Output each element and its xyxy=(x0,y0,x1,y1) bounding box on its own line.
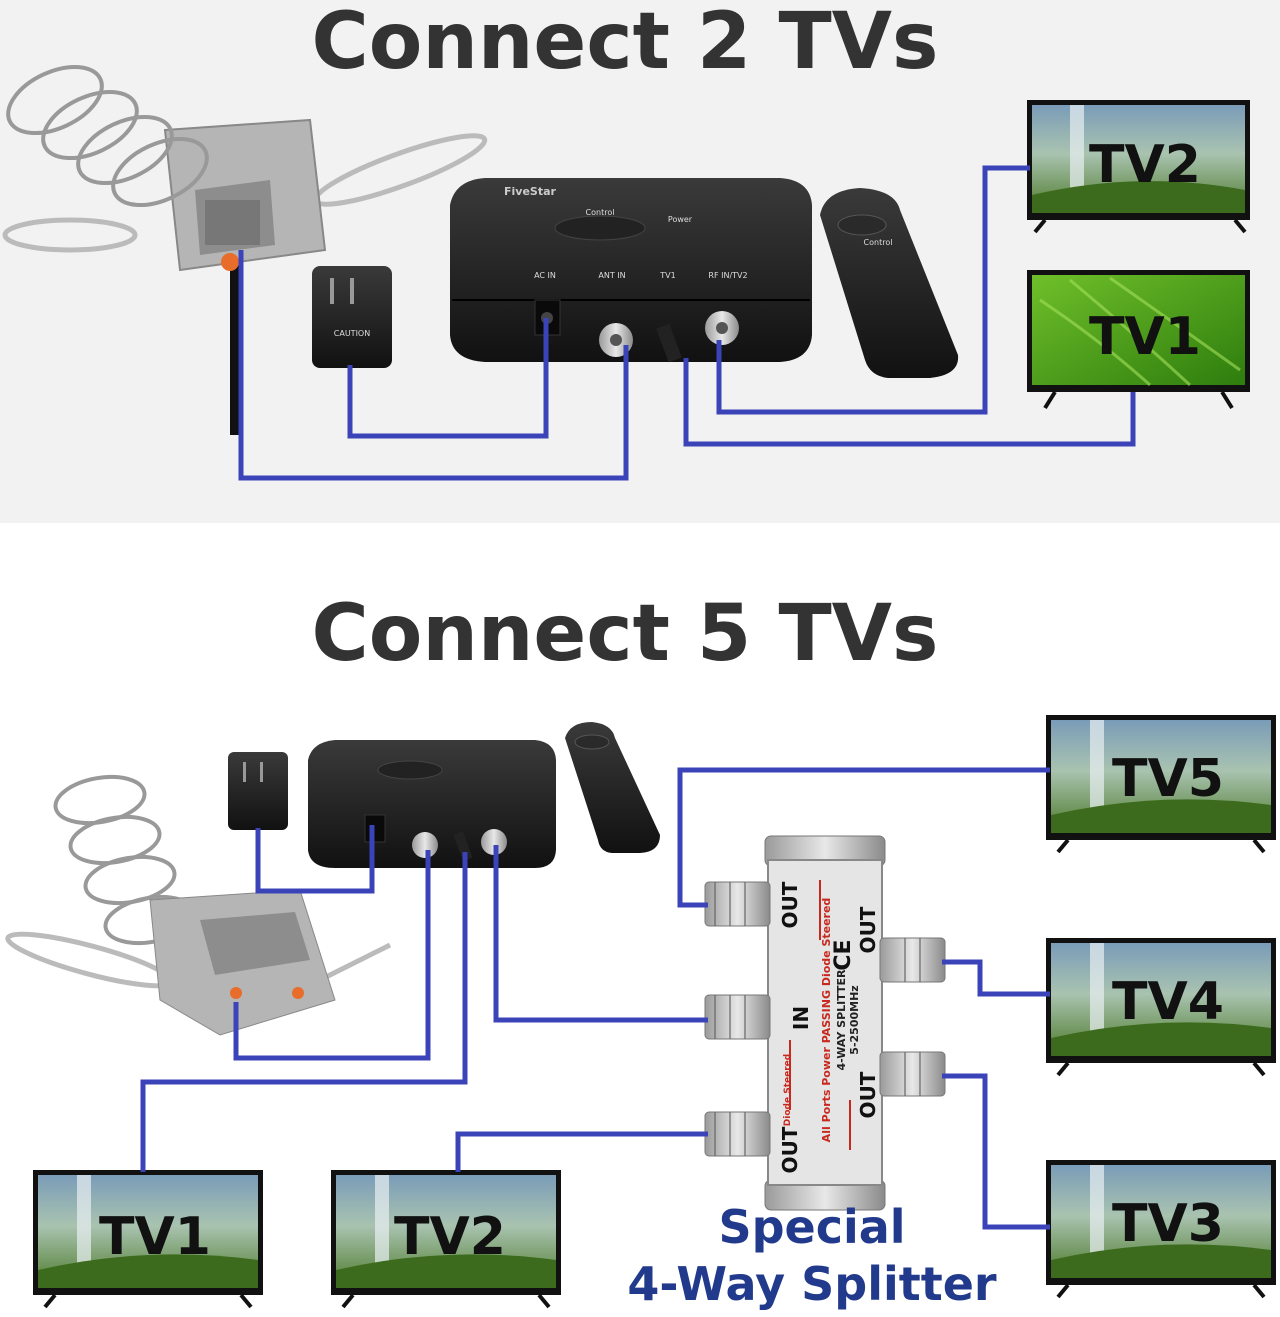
tv3: TV3 xyxy=(1046,1160,1276,1299)
control-box-brand: FiveStar xyxy=(504,185,557,198)
control-box: FiveStar Control Power AC IN ANT IN TV1 … xyxy=(450,178,812,363)
splitter-port-out-4 xyxy=(879,1051,946,1097)
splitter-text-line-4: Diode Steered xyxy=(783,1054,793,1126)
splitter-text-line-1: All Ports Power PASSING Diode Steered xyxy=(820,898,833,1143)
remote-label: Control xyxy=(864,238,893,247)
tv2-top: TV2 xyxy=(1027,100,1250,234)
splitter: OUT OUT IN OUT OUT All Ports Power PASSI… xyxy=(704,835,946,1211)
section2-title: Connect 5 TVs xyxy=(312,589,939,679)
tv1-top: TV1 xyxy=(1027,270,1250,410)
section1-wires xyxy=(238,165,1136,481)
adapter-label: CAUTION xyxy=(334,329,370,338)
ce-mark-icon: CE xyxy=(831,939,856,970)
tv2-top-label: TV2 xyxy=(1089,135,1201,195)
power-adapter-small-icon xyxy=(228,752,288,830)
tv2-bottom: TV2 xyxy=(331,1170,561,1309)
tv1-top-label: TV1 xyxy=(1089,307,1201,367)
control-box-button-label: Control xyxy=(586,208,615,217)
remote-icon: Control xyxy=(820,188,959,378)
splitter-text-line-3: 5-2500MHz xyxy=(848,985,861,1054)
tv4: TV4 xyxy=(1046,938,1276,1077)
port-label-tv1: TV1 xyxy=(659,271,675,280)
splitter-label-out-4: OUT xyxy=(856,1071,880,1118)
splitter-label-out-3: OUT xyxy=(856,906,880,953)
splitter-text-line-2: 4-WAY SPLITTER xyxy=(835,969,848,1070)
splitter-label-in: IN xyxy=(789,1006,813,1030)
port-label-rf-in-tv2: RF IN/TV2 xyxy=(708,271,747,280)
port-label-ant-in: ANT IN xyxy=(598,271,625,280)
antenna-small-icon xyxy=(5,774,392,1036)
section2-wires xyxy=(140,767,1050,1230)
splitter-label-out-1: OUT xyxy=(778,881,802,928)
tv5: TV5 xyxy=(1046,715,1276,854)
tv2-bottom-label: TV2 xyxy=(394,1207,506,1267)
splitter-port-in xyxy=(704,994,771,1040)
section1-title: Connect 2 TVs xyxy=(312,0,939,87)
tv1-bottom-label: TV1 xyxy=(99,1207,211,1267)
control-box-small xyxy=(308,740,556,868)
antenna-icon xyxy=(2,64,488,435)
control-box-power-label: Power xyxy=(668,215,693,224)
splitter-caption-line-2: 4-Way Splitter xyxy=(627,1257,997,1311)
tv3-label: TV3 xyxy=(1112,1194,1224,1254)
splitter-port-out-3 xyxy=(879,937,946,983)
splitter-caption-line-1: Special xyxy=(718,1200,905,1254)
tv5-label: TV5 xyxy=(1112,749,1224,809)
tv1-bottom: TV1 xyxy=(33,1170,263,1309)
power-adapter-icon: CAUTION xyxy=(312,266,392,368)
remote-small-icon xyxy=(565,722,660,853)
port-label-ac-in: AC IN xyxy=(534,271,556,280)
tv4-label: TV4 xyxy=(1112,972,1224,1032)
splitter-label-out-2: OUT xyxy=(778,1126,802,1173)
